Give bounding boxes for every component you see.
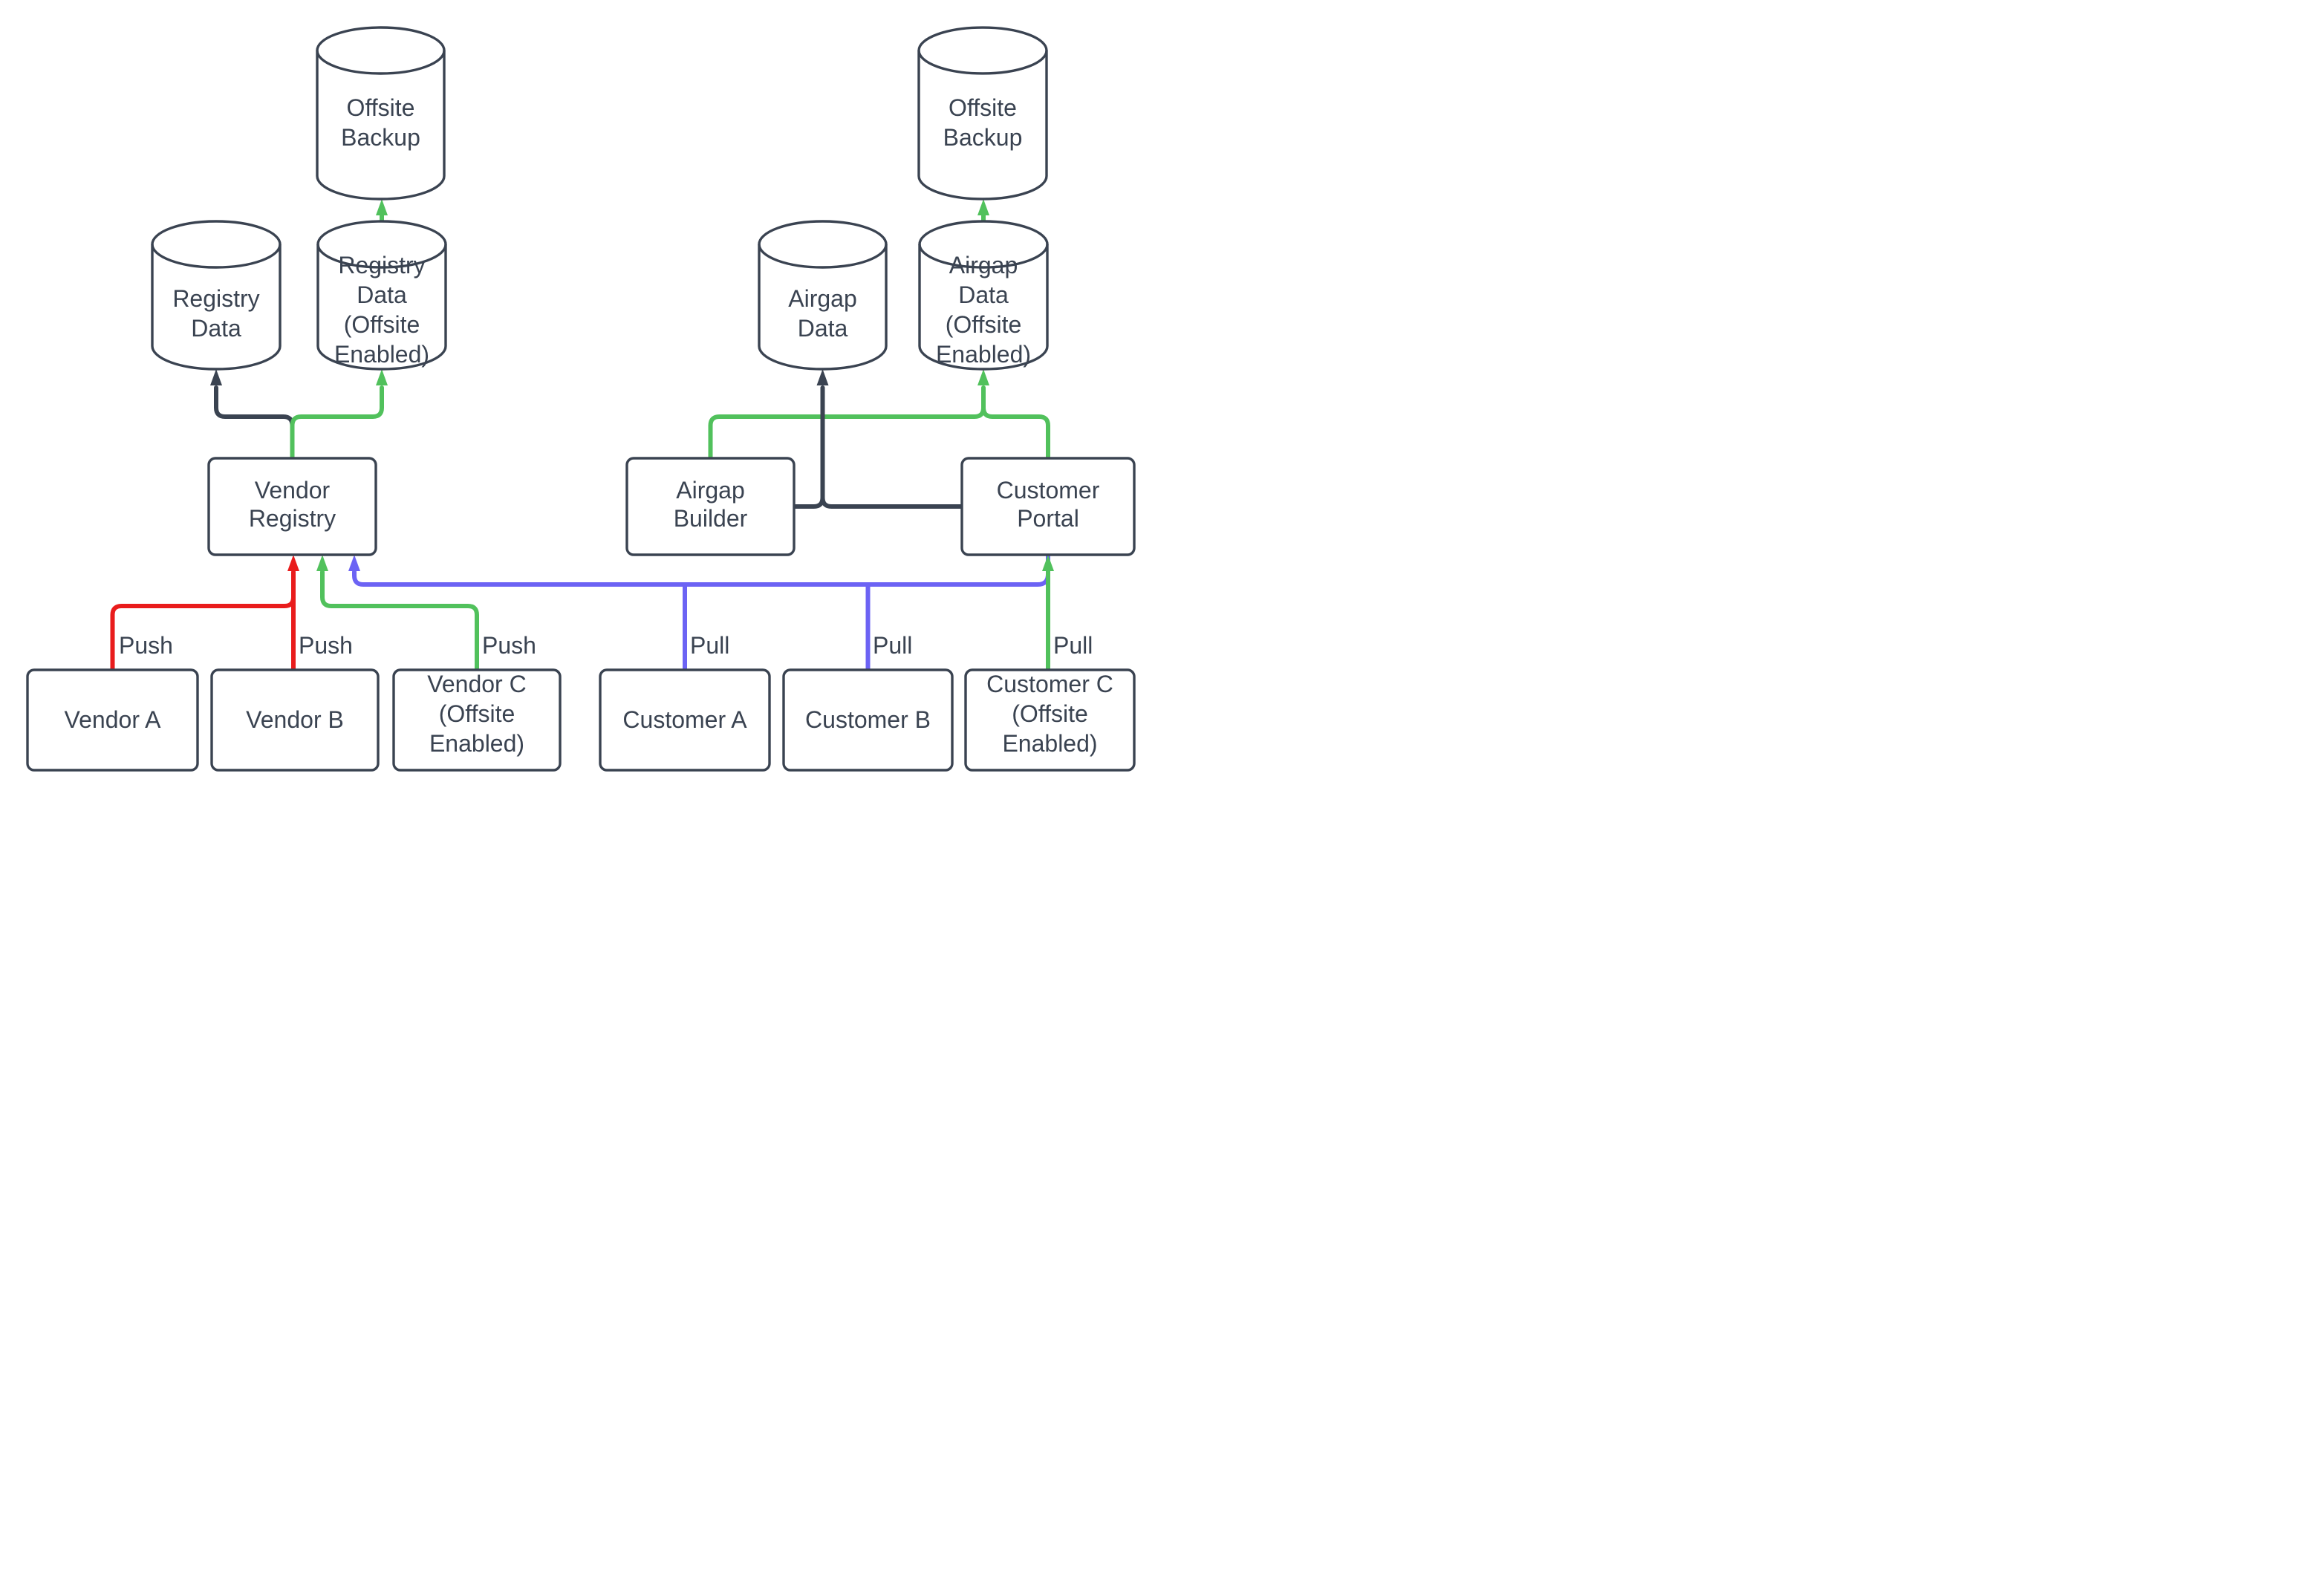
- database-cylinder-icon: [316, 220, 447, 371]
- edge-vendor-c-to-vendor-registry: [320, 570, 479, 672]
- arrowhead-into-offsite-backup-right: [977, 199, 989, 215]
- arrowhead-into-offsite-backup-left: [376, 199, 388, 215]
- edge-vendor-registry-to-registry-data-offsite: [290, 385, 384, 460]
- node-label: Registry: [172, 285, 259, 312]
- node-label: (Offsite: [1012, 700, 1088, 727]
- edge-label-push-vendor-c: Push: [482, 632, 536, 659]
- arrowhead-into-registry-data-offsite: [376, 369, 388, 385]
- cylinder-top-arc: [918, 244, 1049, 269]
- cylinder-top-arc: [917, 50, 1048, 75]
- node-label: Portal: [1017, 505, 1079, 532]
- node-label: Enabled): [429, 730, 524, 757]
- edge-airgap-builder-to-airgap-data-offsite: [708, 385, 986, 460]
- node-label: Registry: [338, 252, 425, 279]
- node-label: Airgap: [788, 285, 857, 312]
- node-label: (Offsite: [344, 311, 420, 338]
- node-label: Data: [798, 315, 848, 342]
- process-box: [625, 457, 796, 556]
- edge-label-pull-customer-a: Pull: [690, 632, 729, 659]
- node-label: Enabled): [334, 341, 429, 368]
- node-label: Vendor B: [246, 706, 344, 733]
- node-label: Vendor A: [65, 706, 162, 733]
- node-label: Vendor: [255, 477, 331, 504]
- edge-label-pull-customer-b: Pull: [873, 632, 912, 659]
- arrowhead-pull-into-vendor-registry: [348, 555, 360, 571]
- cylinder-top-arc: [316, 244, 447, 269]
- node-label: Enabled): [1002, 730, 1097, 757]
- node-label: Customer A: [622, 706, 747, 733]
- arrowhead-push-offsite-into-vendor-registry: [316, 555, 328, 571]
- process-box: [210, 668, 380, 772]
- arrowhead-push-into-vendor-registry: [287, 555, 299, 571]
- diagram-canvas: Push Push Push Pull Pull Pull Offsite Ba…: [0, 0, 1156, 798]
- node-customer-c: Customer C (Offsite Enabled): [964, 668, 1136, 772]
- node-offsite-backup-right: Offsite Backup: [917, 26, 1048, 201]
- node-customer-b: Customer B: [782, 668, 954, 772]
- node-label: Data: [191, 315, 241, 342]
- node-label: Data: [357, 281, 407, 308]
- node-label: Backup: [341, 124, 420, 151]
- node-label: Registry: [249, 505, 336, 532]
- edge-customer-portal-to-airgap-data: [820, 385, 964, 509]
- process-box: [960, 457, 1136, 556]
- edge-label-push-vendor-a: Push: [119, 632, 173, 659]
- edge-vendor-registry-to-registry-data: [214, 385, 295, 460]
- node-label: Customer B: [805, 706, 931, 733]
- node-label: Enabled): [936, 341, 1031, 368]
- node-vendor-b: Vendor B: [210, 668, 380, 772]
- edge-customer-portal-to-vendor-registry: [352, 553, 1050, 587]
- node-offsite-backup-left: Offsite Backup: [316, 26, 446, 201]
- node-vendor-a: Vendor A: [26, 668, 199, 772]
- process-box: [782, 668, 954, 772]
- node-label: (Offsite: [439, 700, 515, 727]
- node-customer-a: Customer A: [599, 668, 771, 772]
- edge-customer-portal-to-airgap-data-offsite: [981, 405, 1050, 460]
- node-label: Customer: [997, 477, 1100, 504]
- node-label: Airgap: [949, 252, 1018, 279]
- arrowhead-into-registry-data: [210, 369, 222, 385]
- process-box: [599, 668, 771, 772]
- edge-vendor-a-to-vendor-registry: [110, 595, 296, 672]
- edge-label-layer: Push Push Push Pull Pull Pull: [119, 632, 1093, 659]
- node-label: Backup: [943, 124, 1023, 151]
- database-cylinder-icon: [758, 220, 888, 371]
- cylinder-top-arc: [758, 244, 888, 269]
- node-registry-data: Registry Data: [151, 220, 282, 371]
- node-label: Builder: [674, 505, 748, 532]
- cylinder-top-arc: [151, 244, 282, 269]
- node-label: Vendor C: [427, 671, 526, 697]
- process-box: [392, 668, 562, 772]
- node-label: Airgap: [676, 477, 745, 504]
- node-label: Customer C: [986, 671, 1113, 697]
- edge-label-push-vendor-b: Push: [299, 632, 353, 659]
- node-vendor-c: Vendor C (Offsite Enabled): [392, 668, 562, 772]
- edge-layer: [110, 199, 1054, 672]
- cylinder-top-arc: [316, 50, 446, 75]
- node-label: Data: [958, 281, 1009, 308]
- node-customer-portal: Customer Portal: [960, 457, 1136, 556]
- node-label: (Offsite: [946, 311, 1022, 338]
- process-box: [964, 668, 1136, 772]
- architecture-diagram: Push Push Push Pull Pull Pull Offsite Ba…: [26, 26, 1136, 772]
- node-vendor-registry: Vendor Registry: [207, 457, 377, 556]
- arrowhead-pull-into-customer-portal: [1042, 555, 1054, 571]
- edge-label-pull-customer-c: Pull: [1053, 632, 1093, 659]
- node-label: Offsite: [949, 94, 1017, 121]
- database-cylinder-icon: [918, 220, 1049, 371]
- process-box: [207, 457, 377, 556]
- database-cylinder-icon: [151, 220, 282, 371]
- process-box: [26, 668, 199, 772]
- node-airgap-data: Airgap Data: [758, 220, 888, 371]
- arrowhead-into-airgap-data: [816, 369, 829, 385]
- node-airgap-data-offsite: Airgap Data (Offsite Enabled): [918, 220, 1049, 371]
- edge-airgap-builder-to-airgap-data: [791, 495, 825, 509]
- arrowhead-into-airgap-data-offsite: [977, 369, 989, 385]
- node-label: Offsite: [347, 94, 415, 121]
- node-registry-data-offsite: Registry Data (Offsite Enabled): [316, 220, 447, 371]
- node-airgap-builder: Airgap Builder: [625, 457, 796, 556]
